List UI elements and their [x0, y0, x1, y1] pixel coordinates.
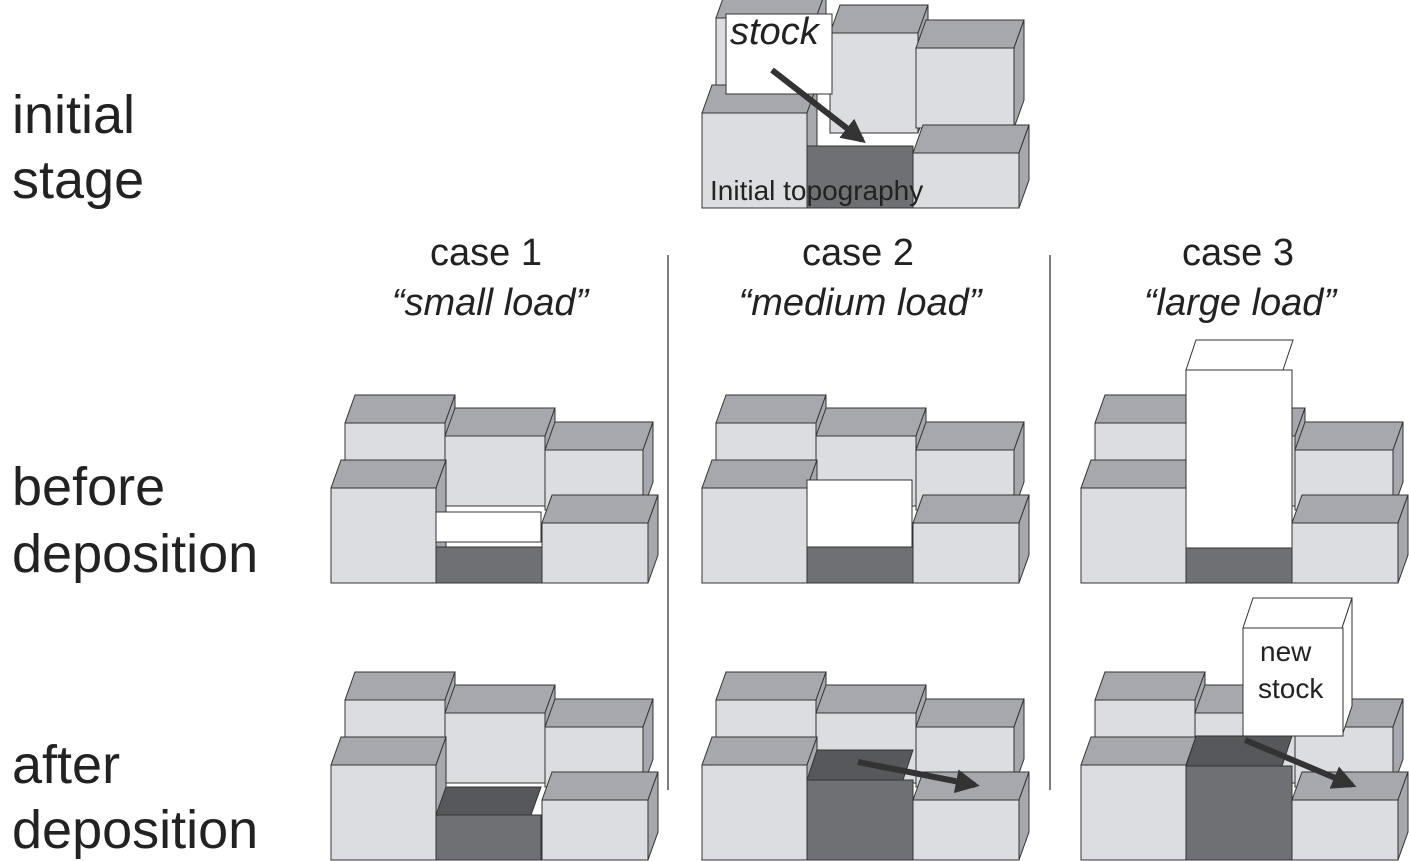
case-1-subtitle: “small load” [392, 282, 591, 324]
row-label-before-1: before [12, 457, 165, 517]
case-3-title: case 3 [1182, 232, 1294, 274]
initial-front-right-face [912, 152, 1020, 209]
before-case2-back-left-top [715, 394, 827, 424]
initial-back-right-top [915, 19, 1025, 49]
before-case1-front-left-top [330, 459, 447, 489]
after-case3-arrow [1243, 737, 1357, 789]
row-label-after-2: deposition [12, 800, 258, 860]
after-case1-back-left-top [344, 671, 456, 701]
after-case2-deposit [806, 779, 914, 861]
after-case1-back-center-face [444, 712, 546, 784]
after-case3-front-left-top [1080, 736, 1197, 766]
after-case2-back-center-top [815, 684, 927, 714]
before-case2-back-right-top [915, 421, 1025, 451]
after-case3-deposit [1185, 765, 1293, 861]
before-case3-front-left-face [1080, 487, 1187, 584]
after-case2-front-left-face [701, 764, 808, 861]
before-case2-stock [806, 479, 913, 548]
after-case1-front-left-top [330, 736, 447, 766]
before-case3-back-right-top [1294, 421, 1404, 451]
stock-label: stock [730, 11, 821, 53]
before-case2-center-dark [806, 546, 914, 584]
after-case2-back-left-top [715, 671, 827, 701]
before-case1-stock [435, 511, 542, 543]
block-diagrams [330, 0, 1409, 861]
before-case3-stock [1185, 369, 1293, 549]
initial-back-center-top [829, 4, 929, 34]
before-case1-center-dark [435, 546, 543, 584]
after-case1-front-right-face [541, 799, 649, 861]
case-2-title: case 2 [802, 232, 914, 274]
initial-stock-box [725, 13, 833, 95]
before-case1-front-left-face [330, 487, 437, 584]
new-stock-label-1: new [1260, 636, 1312, 667]
after-case2-back-right-top [915, 698, 1025, 728]
after-case3-back-left-top [1094, 671, 1206, 701]
before-case2-front-left-face [701, 487, 808, 584]
after-case1-back-center-top [444, 684, 556, 714]
before-case1-back-center-face [444, 435, 546, 507]
initial-stock-arrow [770, 67, 866, 143]
before-case3-front-right-top [1291, 494, 1409, 524]
before-case3-front-left-top [1080, 459, 1197, 489]
initial-back-center-face [829, 32, 919, 134]
before-case1-front-right-face [541, 522, 649, 584]
row-label-before-2: deposition [12, 524, 258, 584]
initial-back-right-face [915, 47, 1015, 129]
before-case1-front-right-top [541, 494, 659, 524]
before-case1-back-center-top [444, 407, 556, 437]
after-case2-front-right-face [912, 799, 1020, 861]
case-2-subtitle-text: “medium load” [739, 282, 984, 324]
before-case2-front-left-top [701, 459, 818, 489]
after-case3-newstock [1242, 627, 1344, 737]
before-case2-front-right-top [912, 494, 1030, 524]
before-case2-front-right-face [912, 522, 1020, 584]
before-case3-front-right-face [1291, 522, 1399, 584]
after-case1-front-right-top [541, 771, 659, 801]
row-label-initial-1: initial [12, 85, 135, 145]
after-case1-deposit-top [435, 786, 542, 816]
before-case3-center-dark [1185, 546, 1293, 584]
row-label-initial-2: stage [12, 150, 144, 210]
before-case1-back-left-top [344, 394, 456, 424]
after-case2-arrow [857, 759, 980, 794]
initial-center-dark [806, 145, 914, 209]
after-case3-front-right-face [1291, 799, 1399, 861]
initial-front-left-face [701, 112, 808, 209]
after-case3-front-left-face [1080, 764, 1187, 861]
row-label-after-1: after [12, 735, 120, 795]
new-stock-label-2: stock [1258, 673, 1324, 704]
case-1-title: case 1 [430, 232, 542, 274]
after-case3-newstock-top [1242, 597, 1353, 629]
before-case3-stock-top [1185, 339, 1294, 371]
after-case1-back-right-top [544, 698, 654, 728]
case-3-subtitle: “large load” [1144, 282, 1339, 324]
initial-front-right-top [912, 124, 1030, 154]
initial-topography-label: Initial topography [710, 175, 923, 206]
after-case2-front-left-top [701, 736, 818, 766]
after-case1-deposit [435, 814, 542, 861]
before-case2-back-center-top [815, 407, 927, 437]
after-case1-front-left-face [330, 764, 437, 861]
before-case1-back-right-top [544, 421, 654, 451]
